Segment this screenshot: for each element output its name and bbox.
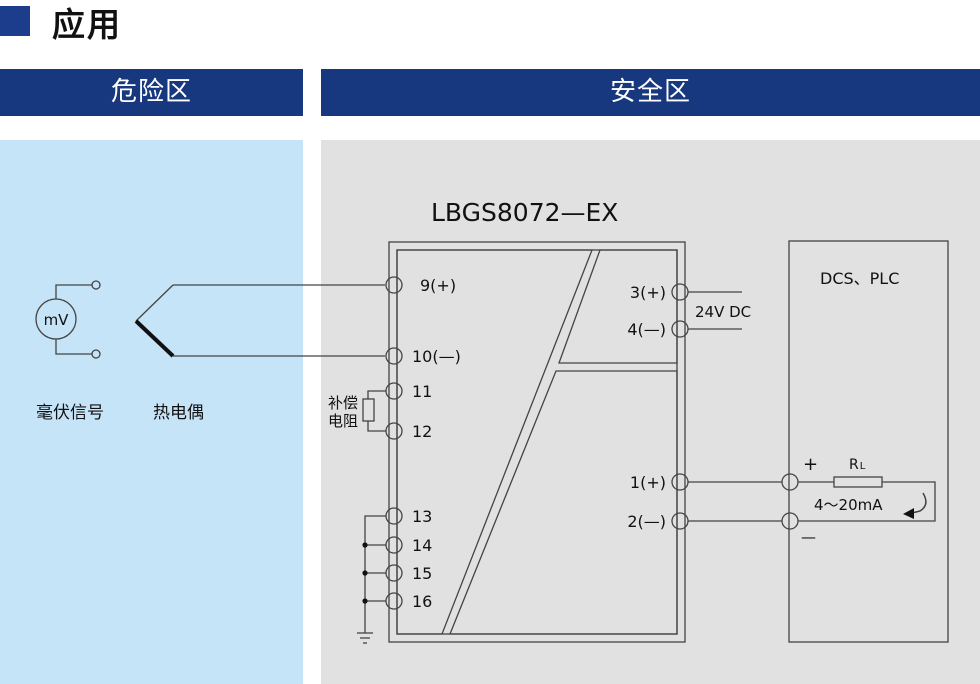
- module-model-label: LBGS8072—EX: [431, 198, 618, 227]
- terminal-12-label: 12: [412, 422, 432, 441]
- bridge-dot-14: [362, 542, 368, 548]
- terminal-2-label: 2(—): [627, 512, 666, 531]
- current-range-label: 4～20mA: [814, 496, 883, 514]
- terminal-10-label: 10(—): [412, 347, 461, 366]
- mv-signal-caption: 毫伏信号: [36, 403, 104, 423]
- load-resistor-r: R: [849, 457, 859, 473]
- terminal-11-label: 11: [412, 382, 432, 401]
- terminal-16-label: 16: [412, 592, 432, 611]
- load-resistor: [833, 476, 883, 488]
- current-arrow-head: [903, 508, 914, 519]
- compensation-label-2: 电阻: [328, 412, 358, 430]
- dcs-terminal-plus: [781, 473, 799, 491]
- terminal-1-label: 1(+): [630, 473, 666, 492]
- load-resistor-sub: L: [860, 461, 866, 472]
- module-power-section: [558, 249, 678, 364]
- mv-lead-top: [55, 284, 92, 299]
- bridge-dot-16: [362, 598, 368, 604]
- safe-zone-header: 安全区: [321, 69, 980, 116]
- terminal-9: [385, 276, 403, 294]
- terminal-9-label: 9(+): [420, 276, 456, 295]
- bridge-dot-15: [362, 570, 368, 576]
- terminal-10: [385, 347, 403, 365]
- dcs-minus-label: —: [801, 528, 816, 546]
- hazard-zone-header: 危险区: [0, 69, 303, 116]
- module-output-section: [449, 370, 678, 635]
- mv-terminal-bottom: [91, 349, 101, 359]
- thermocouple-wire-upper: [135, 284, 174, 322]
- thermocouple-caption: 热电偶: [153, 403, 204, 423]
- ground-bridge: [364, 515, 386, 633]
- compensation-lead-top: [367, 390, 386, 399]
- module-hazard-section: [396, 249, 593, 635]
- compensation-label-1: 补偿: [328, 394, 358, 412]
- load-resistor-label: RL: [849, 457, 866, 473]
- terminal-15-label: 15: [412, 564, 432, 583]
- current-arrow: [911, 492, 927, 514]
- power-supply-label: 24V DC: [695, 303, 751, 321]
- terminal-3-label: 3(+): [630, 283, 666, 302]
- dcs-plc-label: DCS、PLC: [820, 269, 899, 288]
- barrier-outer-frame: [388, 241, 686, 643]
- title-marker: [0, 6, 30, 36]
- dcs-plus-label: +: [803, 454, 818, 475]
- compensation-resistor: [362, 398, 375, 422]
- mv-terminal-top: [91, 280, 101, 290]
- safe-zone-area: [321, 140, 980, 684]
- section-title: 应用: [52, 5, 122, 44]
- compensation-lead-bottom: [367, 421, 386, 432]
- thermocouple-junction-wire: [134, 319, 175, 358]
- load-lead-right: [798, 481, 936, 522]
- terminal-14-label: 14: [412, 536, 432, 555]
- dcs-plc-box: [788, 240, 949, 643]
- mv-lead-bottom: [55, 339, 92, 355]
- terminal-4-label: 4(—): [627, 320, 666, 339]
- terminal-13-label: 13: [412, 507, 432, 526]
- mv-meter-label: mV: [44, 311, 70, 329]
- dcs-terminal-minus: [781, 512, 799, 530]
- barrier-inner-frame: [396, 249, 678, 635]
- hazard-zone-area: [0, 140, 303, 684]
